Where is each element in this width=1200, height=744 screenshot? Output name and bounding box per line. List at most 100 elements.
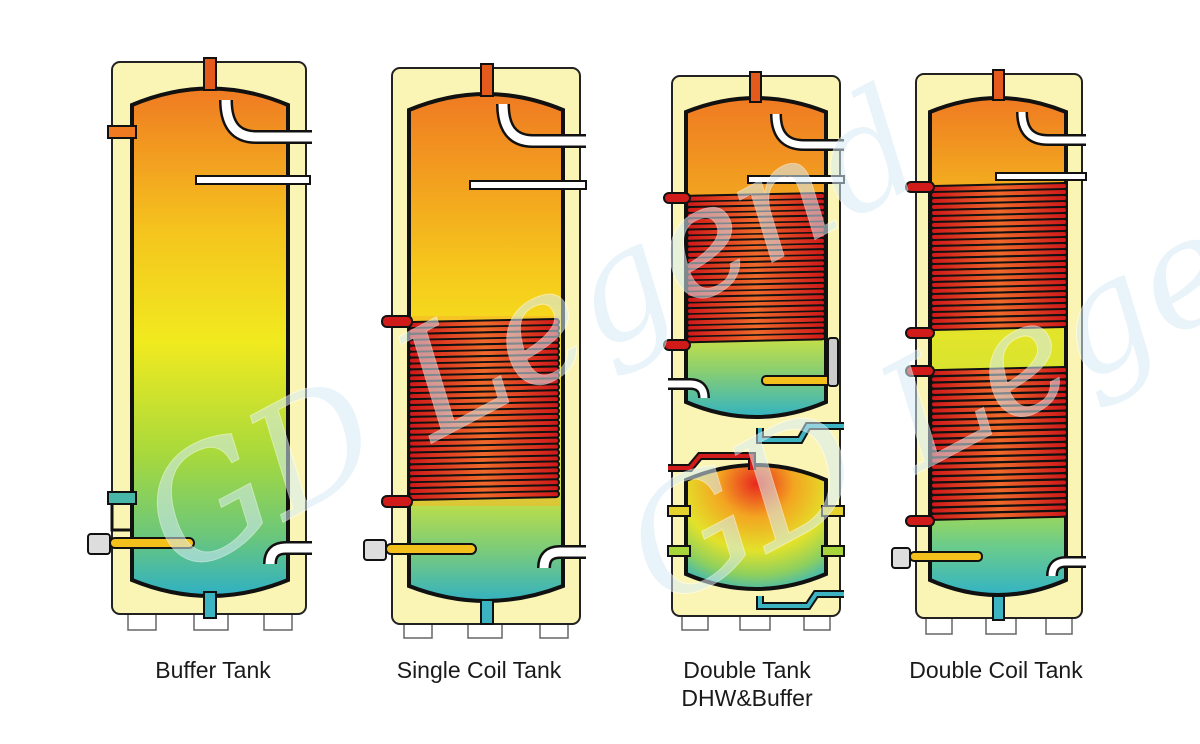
side-port [821, 545, 845, 557]
return-pipe-inner [668, 454, 754, 470]
double-tank-caption-line2: DHW&Buffer [681, 685, 813, 711]
buffer-tank-caption: Buffer Tank [155, 657, 271, 683]
heat-exchanger-coil [686, 192, 826, 344]
double-coil-tank [891, 69, 1087, 635]
hot-outlet-pipe-inner [498, 103, 586, 146]
top-pipe [992, 69, 1005, 101]
top-pipe [480, 63, 494, 97]
coil-turn [688, 261, 824, 274]
buffer-vessel [684, 463, 828, 591]
side-port [667, 545, 691, 557]
bottom-pipe [480, 599, 494, 625]
coil-turn [688, 317, 824, 330]
connector-pipe-inner [758, 424, 844, 442]
coil-turn [410, 391, 558, 405]
coil-turn [688, 216, 824, 229]
coil-turn [410, 355, 558, 369]
sensor-rod [747, 175, 845, 184]
side-port [821, 505, 845, 517]
hot-outlet-pipe-inner [772, 113, 844, 149]
coil-turn [932, 184, 1066, 197]
coil-inlet-pipe [381, 315, 413, 328]
coil-turn [932, 368, 1066, 382]
coil-turn [410, 450, 558, 464]
coil-turn [932, 480, 1066, 494]
upper-heat-exchanger-coil [930, 182, 1068, 331]
left-bracket [110, 504, 134, 532]
cold-inlet-pipe-inner [539, 547, 586, 569]
tank-vessel [130, 86, 290, 598]
heater-element [385, 543, 477, 555]
double-tank-caption-line1: Double Tank [683, 657, 811, 683]
double-tank-caption: Double Tank DHW&Buffer [647, 656, 847, 712]
coil-outlet-pipe [905, 515, 935, 527]
heat-exchanger-coil [408, 318, 560, 502]
coil-outlet-pipe [381, 495, 413, 508]
coil-turn [688, 283, 824, 297]
coil-turn [932, 405, 1066, 419]
coil-turn [932, 505, 1066, 519]
double-coil-tank-caption: Double Coil Tank [909, 657, 1083, 683]
sensor-rod [195, 175, 311, 185]
coil-turn [410, 331, 558, 345]
coil-turn [688, 238, 824, 252]
coil-turn [932, 280, 1066, 293]
single-coil-tank-caption: Single Coil Tank [396, 657, 562, 683]
cold-inlet-pipe-inner [1048, 558, 1086, 577]
coil-turn [410, 414, 558, 428]
coil-turn [410, 367, 558, 381]
coil-outlet-pipe [905, 327, 935, 339]
coil-turn [932, 220, 1066, 233]
heater-element [109, 537, 195, 549]
coil-turn [688, 194, 824, 207]
double-tank [663, 71, 845, 631]
heater-element [909, 551, 983, 562]
coil-inlet-pipe [905, 181, 935, 193]
coil-turn [932, 430, 1066, 444]
bottom-pipe [992, 595, 1005, 621]
coil-inlet-pipe [905, 365, 935, 377]
tank-feet [925, 617, 953, 635]
cold-inlet-pipe-inner [265, 543, 312, 565]
outlet-pipe-inner [758, 592, 844, 608]
side-port [667, 505, 691, 517]
coil-turn [932, 393, 1066, 407]
sensor-rod [995, 172, 1087, 181]
coil-turn [688, 205, 824, 218]
bottom-pipe [203, 591, 217, 619]
coil-turn [410, 486, 558, 500]
coil-outlet-pipe [663, 339, 691, 351]
coil-turn [932, 418, 1066, 432]
coil-turn [688, 306, 824, 319]
coil-turn [688, 272, 824, 286]
coil-turn [932, 316, 1066, 329]
tank-feet [1045, 617, 1073, 635]
coil-turn [688, 227, 824, 241]
coil-turn [932, 256, 1066, 269]
coil-turn [688, 295, 824, 308]
coil-turn [932, 292, 1066, 305]
top-pipe [749, 71, 762, 103]
single-coil-tank [363, 63, 587, 639]
cold-inlet-pipe-inner [668, 380, 708, 399]
coil-turn [932, 268, 1066, 281]
heater-cap [363, 539, 387, 561]
coil-turn [410, 320, 558, 333]
lower-heat-exchanger-coil [930, 366, 1068, 521]
coil-turn [410, 474, 558, 488]
coil-turn [932, 244, 1066, 257]
coil-turn [688, 328, 824, 342]
coil-turn [932, 468, 1066, 482]
heater-cap [891, 547, 911, 569]
coil-turn [410, 343, 558, 357]
heater-cap [87, 533, 111, 555]
coil-turn [410, 438, 558, 452]
coil-inlet-pipe [663, 192, 691, 204]
coil-turn [688, 250, 824, 263]
coil-turn [932, 443, 1066, 457]
coil-turn [932, 380, 1066, 394]
top-pipe [203, 57, 217, 91]
coil-turn [410, 379, 558, 393]
left-upper-pipe [107, 125, 137, 139]
